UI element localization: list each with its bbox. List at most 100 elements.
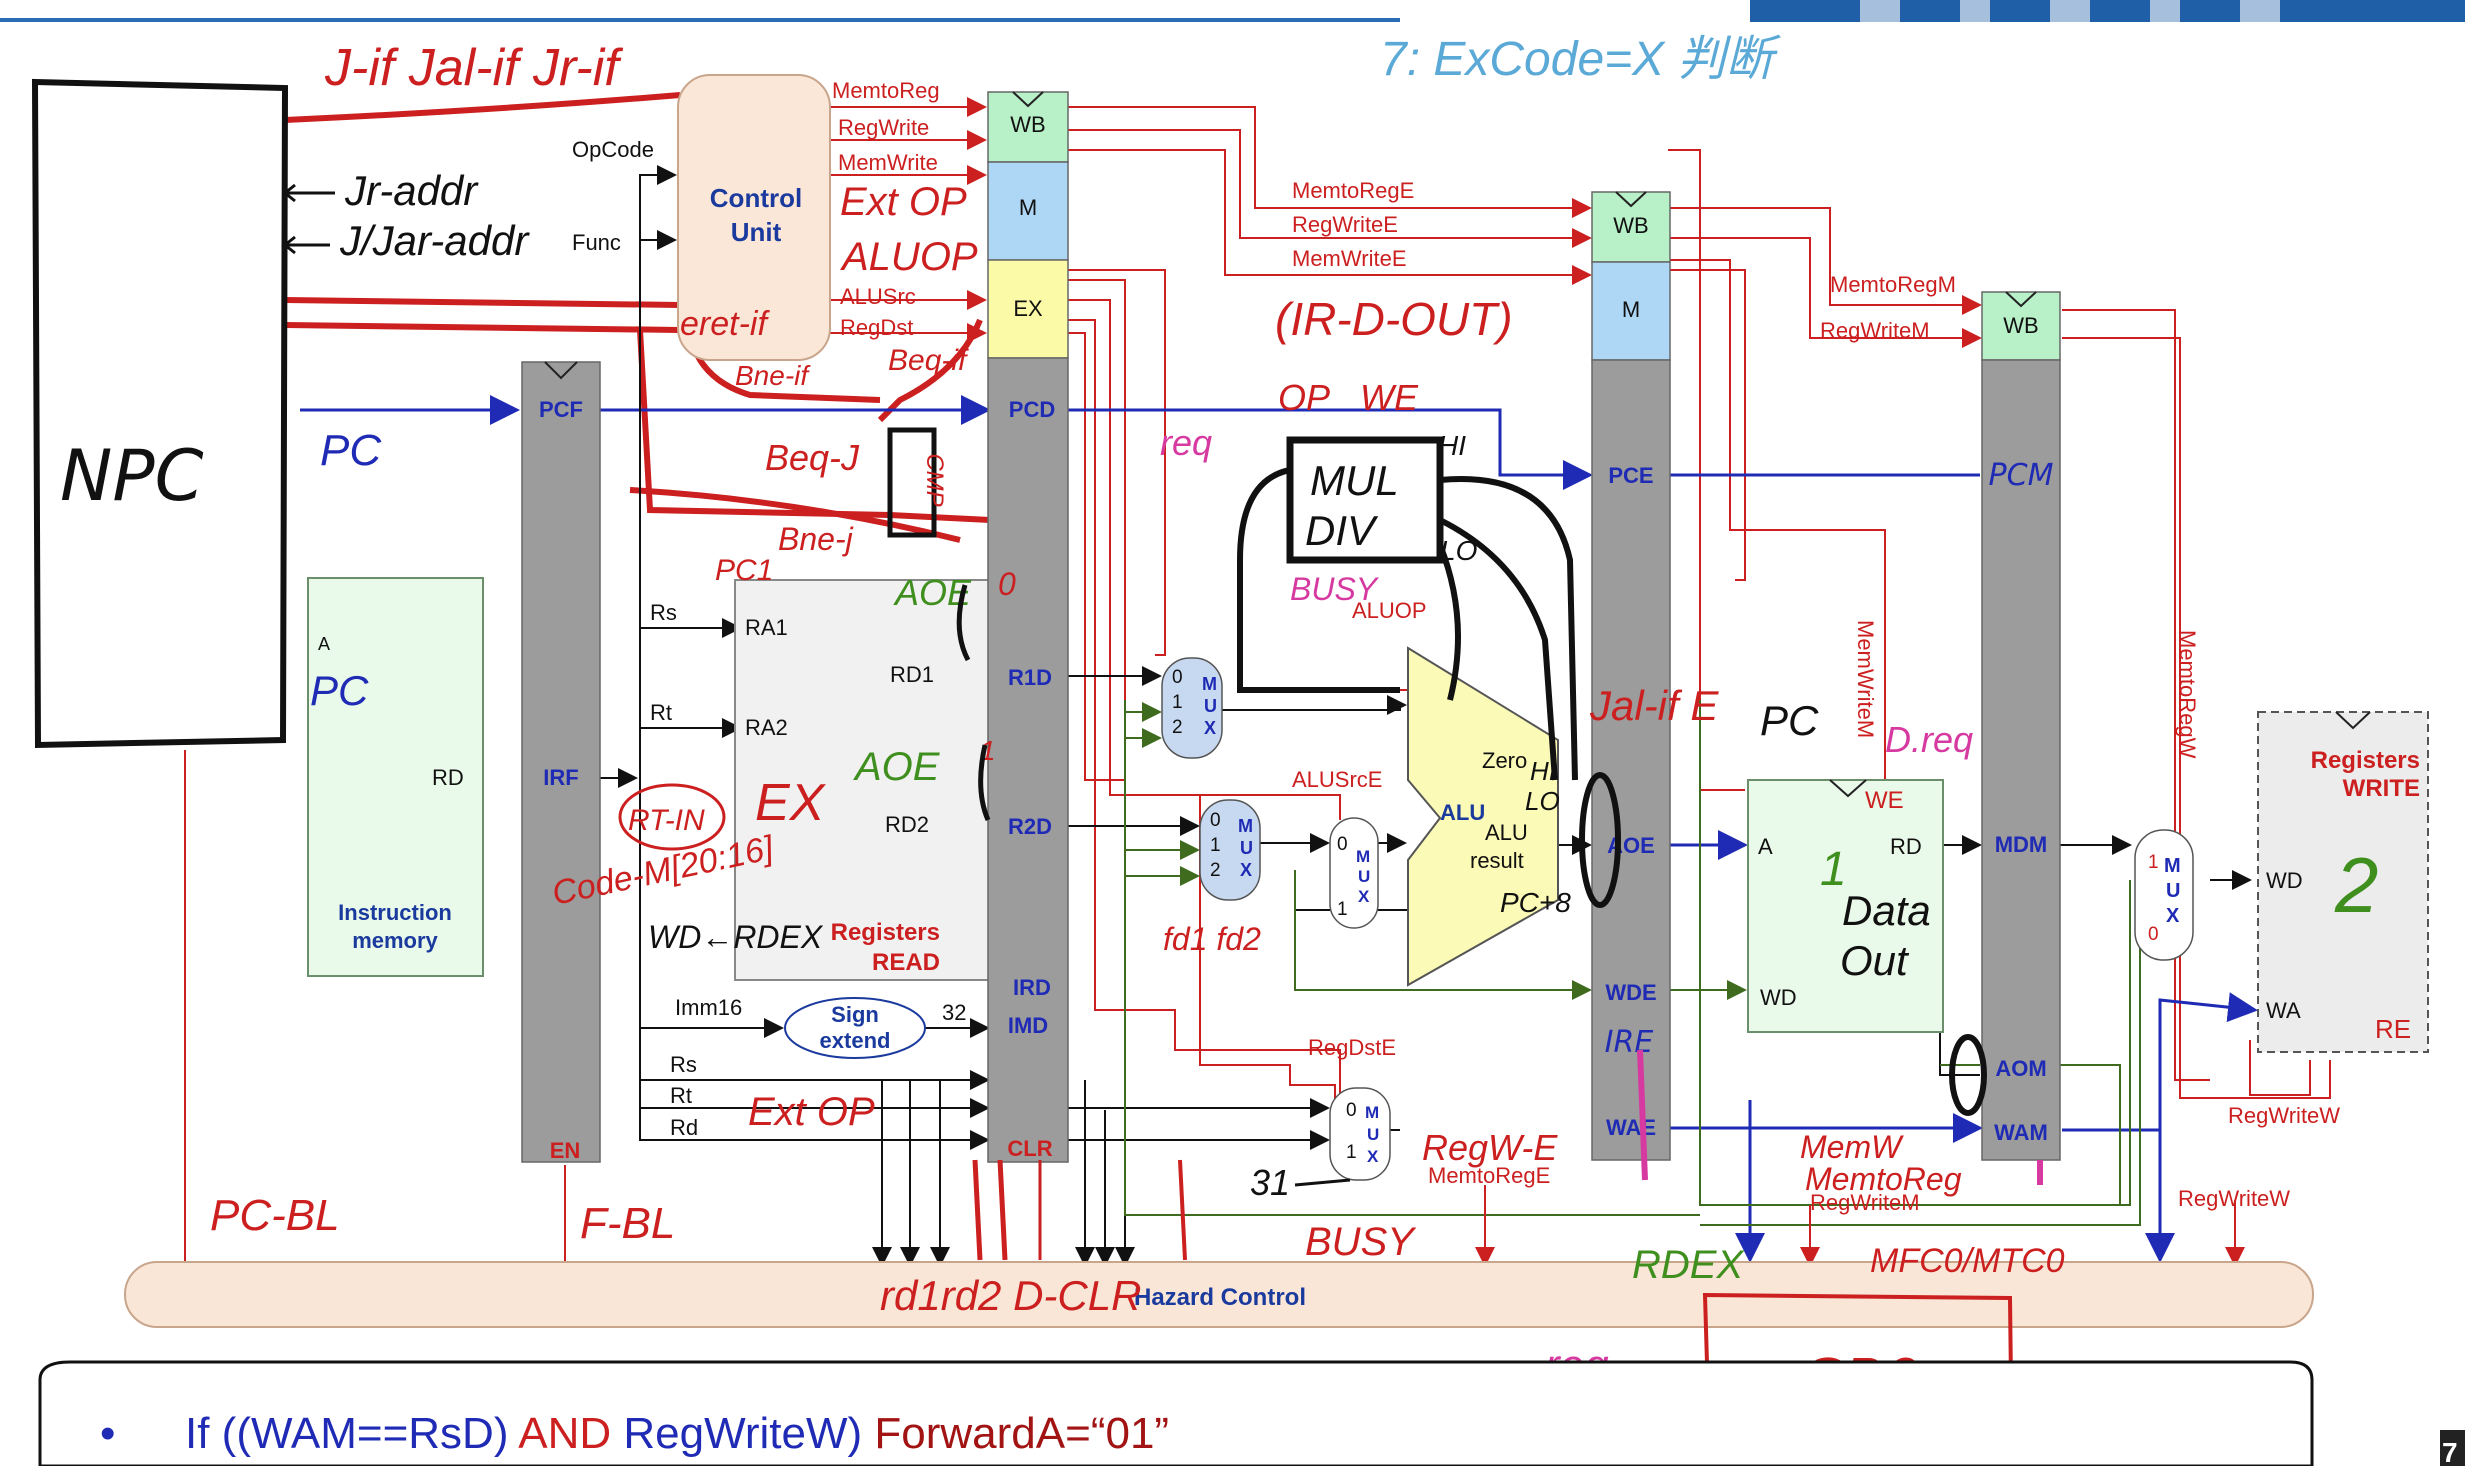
mux-alusrc: 0 1 M U X — [1329, 817, 1379, 929]
lbl-memtoreg-e2: MemtoRegE — [1428, 1163, 1550, 1188]
ann-busy-bot: BUSY — [1305, 1220, 1417, 1264]
bullet-line: • If ((WAM==RsD) AND RegWriteW) ForwardA… — [100, 1409, 1169, 1458]
mux-w-in0: 0 — [2148, 924, 2159, 945]
de-pcd: PCD — [1009, 397, 1055, 422]
ann-ex: EX — [755, 774, 827, 832]
npc-block: NPC — [31, 78, 289, 749]
mux-b-in1: 1 — [1210, 835, 1221, 856]
mux-alusrc-in0: 0 — [1337, 834, 1348, 855]
pipeline-reg-em: WB M PCE AOE WDE IRE WAE — [1591, 191, 1671, 1161]
signal-labels: MemtoRegE RegWriteE MemWriteE MemtoRegM … — [1292, 178, 2340, 1215]
lbl-regwrite-m2: RegWriteM — [1810, 1190, 1920, 1215]
cu-opcode: OpCode — [572, 137, 654, 162]
handwritten-annotations: J-if Jal-if Jr-if Jr-addr J/Jar-addr ere… — [210, 33, 2378, 1390]
alu-result-2: result — [1470, 848, 1524, 873]
rf-ra1: RA1 — [745, 615, 788, 640]
svg-text:U: U — [1367, 1125, 1379, 1144]
cu-sig-regdst: RegDst — [840, 315, 913, 340]
de-ex: EX — [1013, 296, 1043, 321]
lbl-regwrite-e: RegWriteE — [1292, 212, 1398, 237]
mw-wb: WB — [2003, 313, 2038, 338]
bottom-rt: Rt — [670, 1083, 692, 1108]
ann-pc1: PC1 — [715, 554, 773, 587]
ann-aluop-cu: ALUOP — [840, 235, 978, 279]
se-imm16: Imm16 — [675, 995, 742, 1020]
ann-hi: HI — [1438, 430, 1466, 461]
ann-beq-j: Beq-J — [765, 437, 860, 478]
mux-regdst-in1: 1 — [1346, 1142, 1357, 1163]
ann-req-md: req — [1160, 422, 1212, 463]
alu-zero: Zero — [1482, 748, 1527, 773]
ann-rt-in: RT-IN — [628, 804, 705, 837]
svg-text:X: X — [1367, 1147, 1379, 1166]
lbl-regdst-e: RegDstE — [1308, 1035, 1396, 1060]
ann-bne-if: Bne-if — [735, 360, 811, 391]
registers-read-block: Rs Rt RA1 RA2 RD1 RD2 Registers READ — [650, 579, 996, 981]
de-imd: IMD — [1008, 1013, 1048, 1038]
ann-mul: MUL — [1310, 457, 1399, 504]
pipeline-reg-mw: WB PCM MDM AOM WAM — [1981, 291, 2061, 1161]
ann-pc-npc: PC — [320, 426, 382, 475]
cu-func: Func — [572, 230, 621, 255]
rw-wa: WA — [2266, 998, 2301, 1023]
fd-irf: IRF — [543, 765, 578, 790]
slide-number: 7 — [2442, 1437, 2458, 1466]
mux-forward-b: 0 1 2 M U X — [1199, 799, 1261, 901]
rf-rs: Rs — [650, 600, 677, 625]
mux-forward-a: 0 1 2 M U X — [1161, 657, 1223, 759]
dm-we: WE — [1865, 787, 1904, 814]
mw-mdm: MDM — [1995, 832, 2048, 857]
lbl-memtoreg-w: MemtoRegW — [2175, 630, 2200, 759]
ann-rdex: RDEX — [1632, 1243, 1744, 1287]
dm-a: A — [1758, 834, 1773, 859]
ann-jr-addr: Jr-addr — [344, 167, 479, 214]
cu-label-2: Unit — [731, 217, 782, 247]
svg-text:X: X — [1204, 718, 1216, 738]
ann-memw: MemW — [1800, 1129, 1904, 1165]
svg-text:M: M — [2164, 855, 2181, 877]
mux-b-in2: 2 — [1210, 860, 1221, 881]
ann-j-if: J-if Jal-if Jr-if — [324, 39, 623, 97]
wires — [184, 92, 2331, 1267]
ann-ext-op: Ext OP — [840, 180, 967, 224]
alu-label: ALU — [1440, 800, 1485, 825]
ann-pc-im: PC — [310, 667, 369, 714]
dm-wd: WD — [1760, 985, 1797, 1010]
fd-pcf: PCF — [539, 397, 583, 422]
rw-re: RE — [2375, 1014, 2411, 1044]
ann-num2: 2 — [2334, 841, 2378, 929]
svg-text:M: M — [1365, 1103, 1379, 1122]
control-unit-block: Control Unit OpCode Func MemtoReg RegWri… — [572, 74, 940, 361]
instruction-memory-block: A RD Instruction memory — [307, 577, 484, 977]
lbl-memtoreg-m: MemtoRegM — [1830, 272, 1956, 297]
ann-jal-if-e: Jal-if E — [1589, 682, 1719, 729]
ann-div: DIV — [1305, 507, 1379, 554]
rf-rd1: RD1 — [890, 662, 934, 687]
ann-pc-mem: PC — [1760, 697, 1819, 744]
ann-eret-if: eret-if — [680, 305, 770, 343]
de-wb: WB — [1010, 112, 1045, 137]
ann-memtoreg: MemtoReg — [1805, 1161, 1962, 1197]
de-r2d: R2D — [1008, 814, 1052, 839]
cu-label-1: Control — [710, 183, 802, 213]
mw-aom: AOM — [1995, 1056, 2046, 1081]
ann-cmp: CMP — [921, 453, 948, 506]
em-ire: IRE — [1605, 1025, 1654, 1060]
dm-rd: RD — [1890, 834, 1922, 859]
rf-rd2: RD2 — [885, 812, 929, 837]
svg-text:M: M — [1202, 674, 1217, 694]
mux-w-in1: 1 — [2148, 852, 2159, 873]
alu-block: ALU Zero ALU result — [1407, 646, 1559, 987]
ann-pc8: PC+8 — [1500, 887, 1571, 918]
sign-extend-block: Sign extend Imm16 32 Rs Rt Rd — [670, 995, 966, 1140]
ann-pc-bl: PC-BL — [210, 1191, 340, 1240]
ann-31: 31 — [1250, 1162, 1290, 1203]
bullet-and: AND — [518, 1409, 611, 1458]
bullet-panel: • If ((WAM==RsD) AND RegWriteW) ForwardA… — [38, 1360, 2465, 1468]
ann-hi-alu: HI — [1530, 756, 1556, 786]
lbl-regwrite-w2: RegWriteW — [2178, 1186, 2290, 1211]
lbl-memwrite-e: MemWriteE — [1292, 246, 1407, 271]
ann-aoe2: AOE — [853, 745, 941, 789]
lbl-memwrite-m: MemWriteM — [1853, 620, 1878, 738]
